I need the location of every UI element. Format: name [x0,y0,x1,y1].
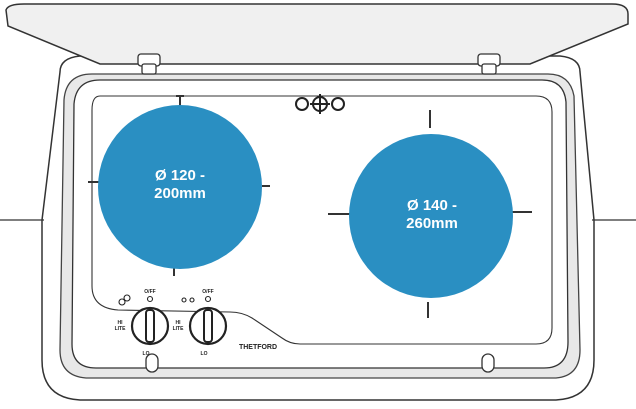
ignition-symbols-icon [295,94,345,114]
brand-logo: THETFORD [239,344,277,351]
knob-right-lite-label: LITE [173,326,184,332]
knob-left-hi-label: HI [118,320,124,326]
zone-left-line1: Ø 120 - [154,167,206,184]
plate-outline [91,95,553,345]
hinge-left [137,53,161,75]
zone-right-line2: 260mm [406,215,458,232]
knob-right-lo-label: LO [201,351,208,357]
knob-right-off-label: O/FF [202,289,213,295]
zone-right-line1: Ø 140 - [406,197,458,214]
knob-right-hi-label: HI [176,320,182,326]
control-knob-left[interactable] [130,306,170,346]
pan-support-right [328,110,532,318]
lid [5,3,629,65]
zone-right-size-label: Ø 140 - 260mm [362,197,502,233]
cooking-zone-left [98,105,262,269]
control-knob-right[interactable] [188,306,228,346]
knob-left-lo-label: LO [143,351,150,357]
cooking-zone-right [349,134,513,298]
knob-left-off-label: O/FF [144,289,155,295]
knob-left-lite-label: LITE [115,326,126,332]
zone-left-line2: 200mm [154,185,206,202]
hinge-right [477,53,501,75]
fixing-tab-right [481,353,495,373]
zone-left-size-label: Ø 120 - 200mm [110,167,250,203]
knob-position-marks [118,294,212,306]
fixing-tab-left [145,353,159,373]
